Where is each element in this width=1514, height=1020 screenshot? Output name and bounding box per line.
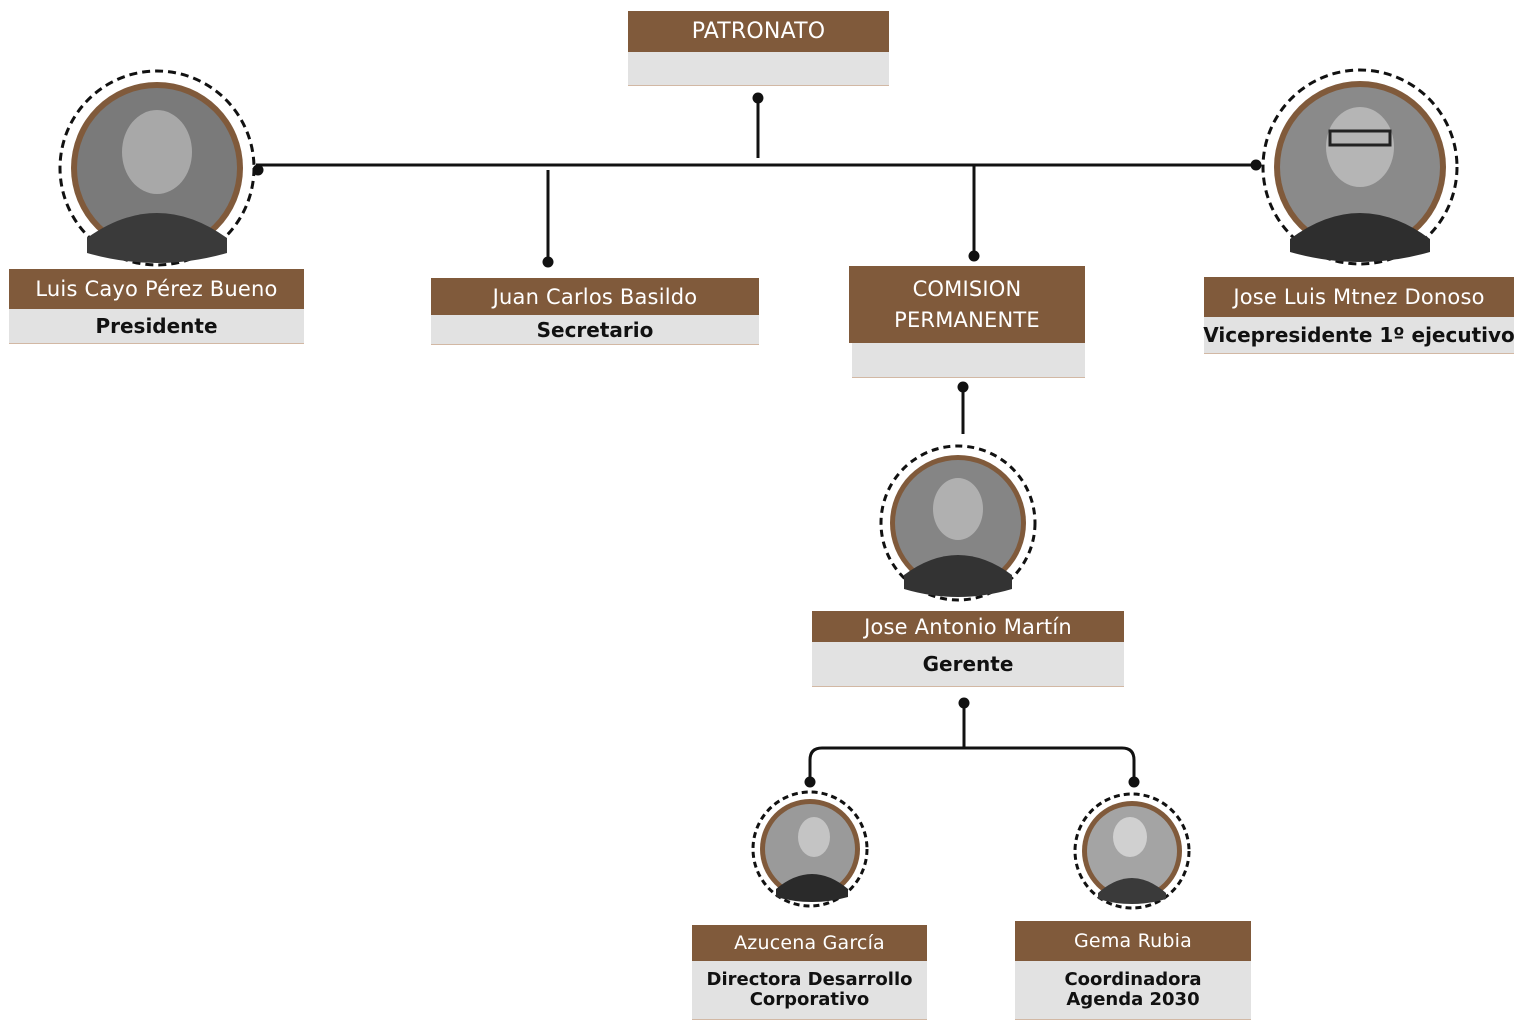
- gerente-box: Jose Antonio Martín Gerente: [812, 611, 1124, 687]
- secretario-box: Juan Carlos Basildo Secretario: [431, 278, 759, 345]
- connector-dot: [957, 381, 969, 393]
- patronato-body: [628, 52, 889, 86]
- avatar-presidente: [57, 68, 257, 268]
- gerente-name: Jose Antonio Martín: [812, 611, 1124, 642]
- presidente-box: Luis Cayo Pérez Bueno Presidente: [9, 269, 304, 344]
- avatar-vicepresidente: [1260, 67, 1460, 267]
- patronato-title: PATRONATO: [628, 11, 889, 52]
- gerente-role: Gerente: [812, 642, 1124, 687]
- comision-title: COMISION PERMANENTE: [849, 266, 1085, 343]
- presidente-name: Luis Cayo Pérez Bueno: [9, 269, 304, 309]
- connector-dot: [804, 776, 816, 788]
- connector-dot: [542, 256, 554, 268]
- comision-box: COMISION PERMANENTE: [849, 266, 1085, 378]
- connector-dot: [1128, 776, 1140, 788]
- directora-role-line1: Directora Desarrollo: [706, 969, 913, 990]
- directora-box: Azucena García Directora Desarrollo Corp…: [692, 925, 927, 1020]
- coordinadora-name: Gema Rubia: [1015, 921, 1251, 961]
- vicepresidente-box: Jose Luis Mtnez Donoso Vicepresidente 1º…: [1203, 277, 1514, 354]
- connector-dot: [752, 92, 764, 104]
- comision-title-line2: PERMANENTE: [894, 307, 1040, 332]
- comision-title-line1: COMISION: [912, 276, 1022, 301]
- coordinadora-role-line1: Coordinadora: [1064, 969, 1202, 990]
- secretario-role: Secretario: [431, 315, 759, 345]
- vicepresidente-role: Vicepresidente 1º ejecutivo: [1203, 317, 1514, 354]
- comision-body: [852, 343, 1085, 378]
- directora-role-line2: Corporativo: [749, 989, 870, 1010]
- coordinadora-role: Coordinadora Agenda 2030: [1015, 961, 1251, 1020]
- directora-name: Azucena García: [692, 925, 927, 961]
- avatar-coordinadora: [1072, 791, 1192, 911]
- coordinadora-role-line2: Agenda 2030: [1066, 989, 1200, 1010]
- connector-dot: [1250, 159, 1262, 171]
- team-branch-connector: [808, 746, 1136, 782]
- connector-dot: [968, 250, 980, 262]
- patronato-box: PATRONATO: [628, 11, 889, 86]
- directora-role: Directora Desarrollo Corporativo: [692, 961, 927, 1020]
- connector-dot: [958, 697, 970, 709]
- presidente-role: Presidente: [9, 309, 304, 344]
- secretario-name: Juan Carlos Basildo: [431, 278, 759, 315]
- avatar-directora: [750, 789, 870, 909]
- coordinadora-box: Gema Rubia Coordinadora Agenda 2030: [1015, 921, 1251, 1020]
- vicepresidente-name: Jose Luis Mtnez Donoso: [1204, 277, 1514, 317]
- avatar-gerente: [878, 443, 1038, 603]
